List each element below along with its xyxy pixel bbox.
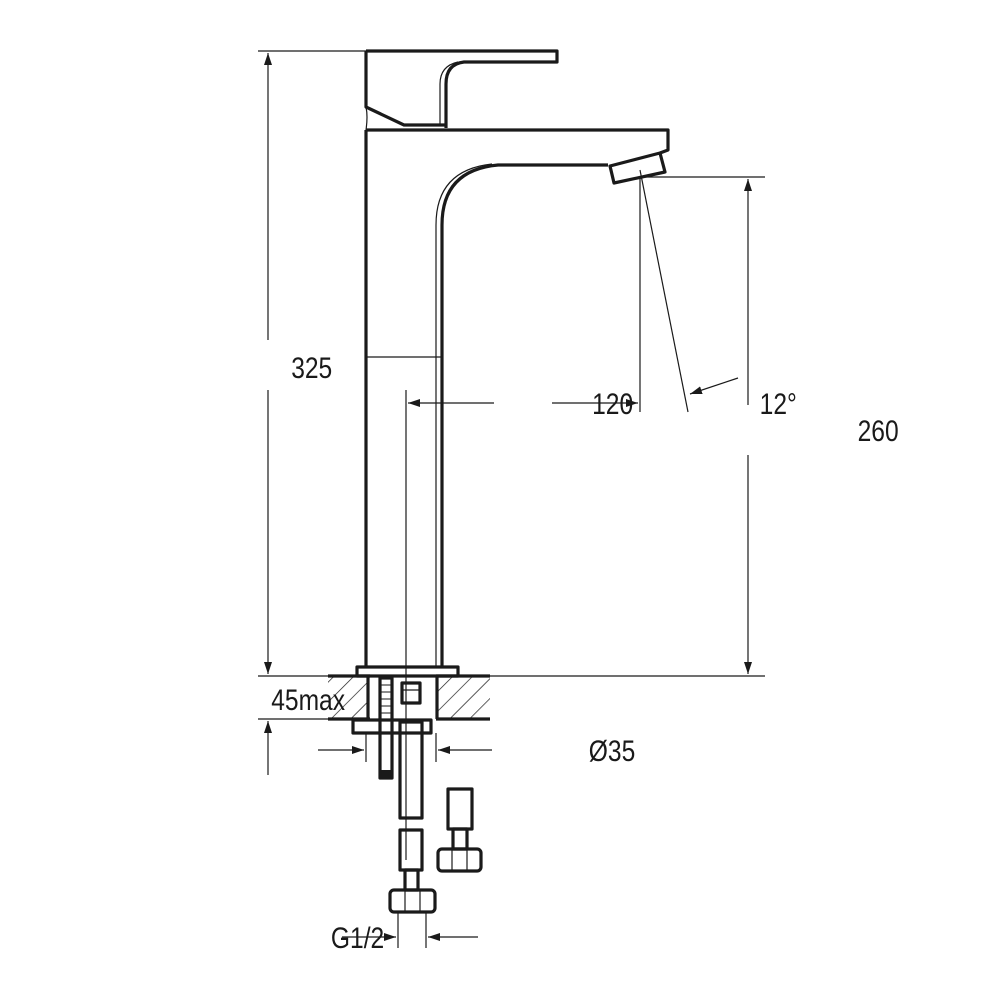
- flexible-hose-main: [388, 681, 437, 914]
- aerator: [608, 151, 667, 185]
- dim-connection-thread: G1/2: [331, 921, 384, 955]
- countertop-section: [328, 674, 490, 735]
- dim-spout-reach: 120: [592, 387, 633, 421]
- dim-counter-thickness: 45max: [271, 683, 345, 717]
- threaded-stud: [378, 676, 394, 780]
- dimension-lines: [258, 50, 765, 948]
- flexible-hose-secondary: [436, 787, 483, 873]
- base-flange: [355, 665, 460, 678]
- dim-hole-diameter: Ø35: [589, 734, 635, 768]
- dim-spout-angle: 12°: [760, 387, 797, 421]
- dim-total-height: 325: [291, 351, 332, 385]
- dim-spout-height: 260: [858, 414, 899, 448]
- faucet-body: [355, 128, 670, 678]
- lever-handle: [364, 49, 559, 131]
